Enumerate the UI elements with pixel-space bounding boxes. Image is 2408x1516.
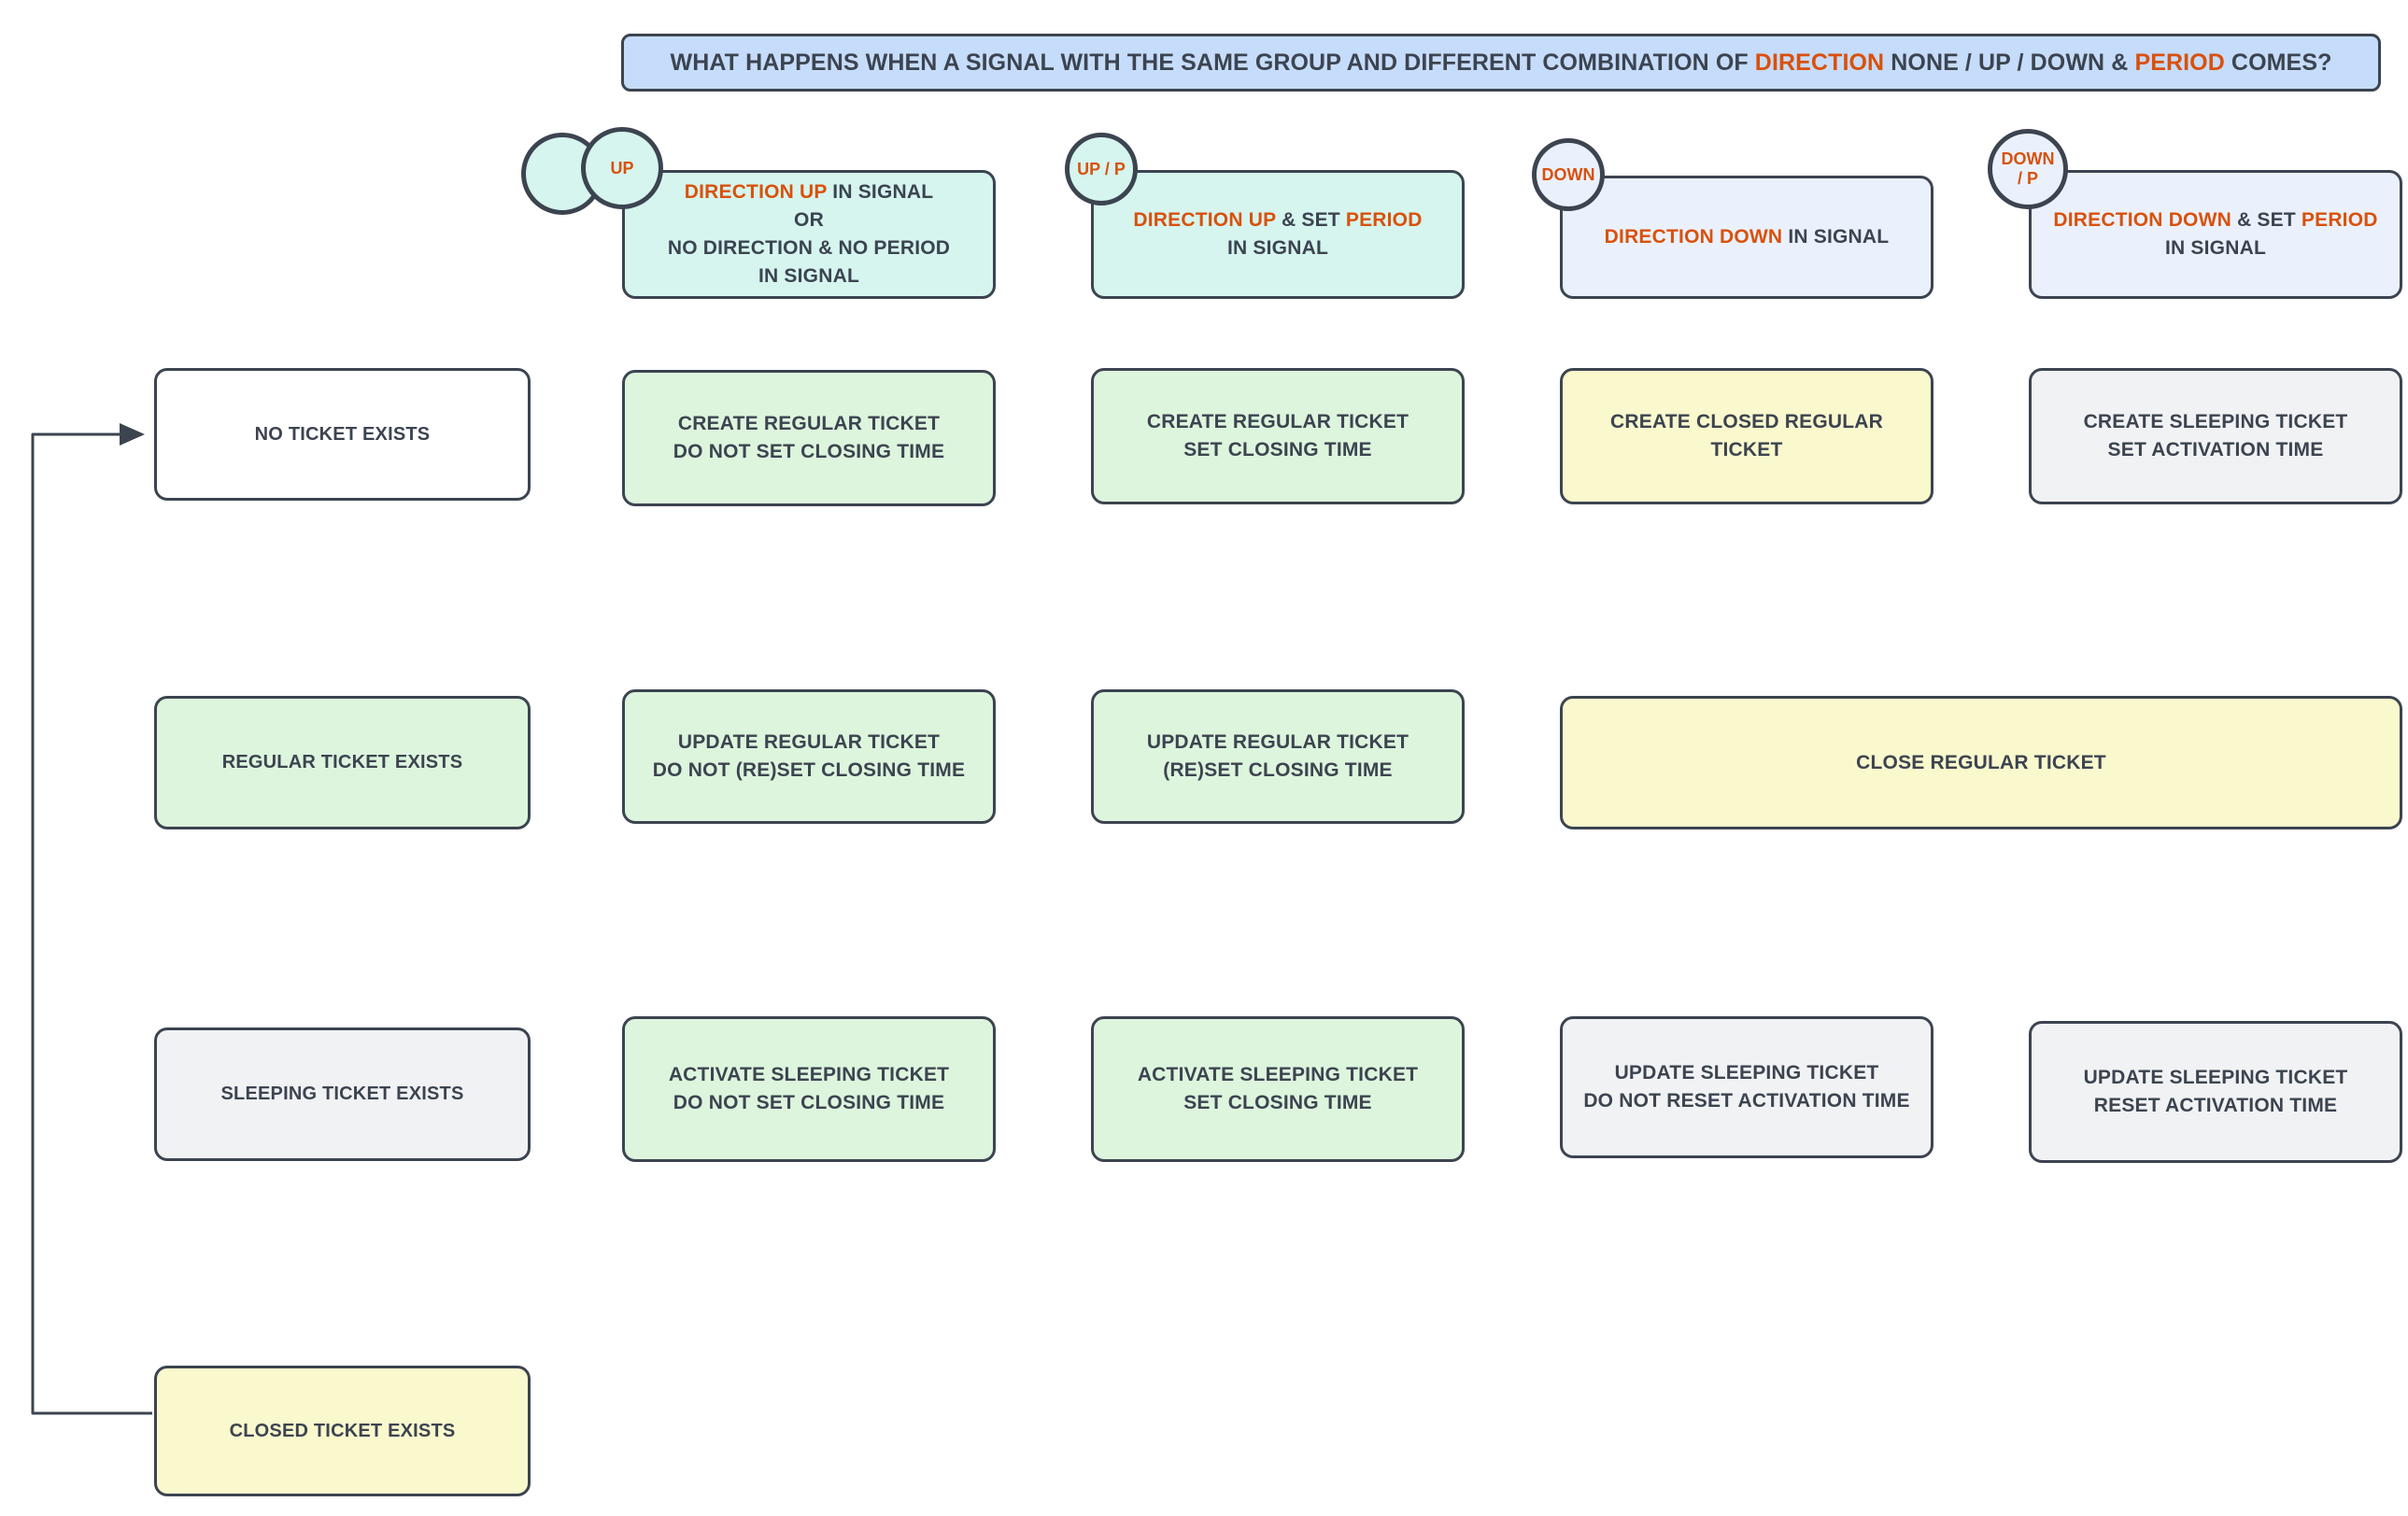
row-label-no-ticket-text: NO TICKET EXISTS <box>254 423 431 445</box>
badge-circle-up[interactable]: UP <box>581 127 663 209</box>
badge-label-down: DOWN <box>1541 164 1595 184</box>
cell-regular-ticket-up-p-text: UPDATE REGULAR TICKET(RE)SET CLOSING TIM… <box>1146 731 1409 781</box>
page-title-text: WHAT HAPPENS WHEN A SIGNAL WITH THE SAME… <box>670 49 2332 76</box>
column-header-down-text: DIRECTION DOWN IN SIGNAL <box>1604 226 1890 248</box>
row-label-sleeping-ticket-text: SLEEPING TICKET EXISTS <box>220 1084 464 1105</box>
badge-label-up: UP <box>610 158 634 177</box>
column-header-down: DIRECTION DOWN IN SIGNAL <box>1560 176 1933 299</box>
badge-label-down-p: DOWN/ P <box>2001 149 2055 188</box>
cell-regular-ticket-close-span: CLOSE REGULAR TICKET <box>1560 696 2402 829</box>
row-label-closed-ticket-text: CLOSED TICKET EXISTS <box>229 1420 456 1441</box>
row-label-regular-ticket: REGULAR TICKET EXISTS <box>154 696 531 829</box>
badge-circle-up-p[interactable]: UP / P <box>1065 133 1138 205</box>
page-title: WHAT HAPPENS WHEN A SIGNAL WITH THE SAME… <box>621 34 2381 92</box>
cell-regular-ticket-close-text: CLOSE REGULAR TICKET <box>1856 751 2106 773</box>
badge-circle-down[interactable]: DOWN <box>1532 138 1605 211</box>
row-label-regular-ticket-text: REGULAR TICKET EXISTS <box>221 752 463 773</box>
row-label-no-ticket: NO TICKET EXISTS <box>154 368 531 501</box>
row-label-closed-ticket: CLOSED TICKET EXISTS <box>154 1366 531 1496</box>
row-label-sleeping-ticket: SLEEPING TICKET EXISTS <box>154 1027 531 1161</box>
badge-circle-down-p[interactable]: DOWN/ P <box>1988 129 2068 209</box>
cell-regular-ticket-up-p: UPDATE REGULAR TICKET(RE)SET CLOSING TIM… <box>1091 689 1465 824</box>
badge-label-up-p: UP / P <box>1077 159 1126 178</box>
